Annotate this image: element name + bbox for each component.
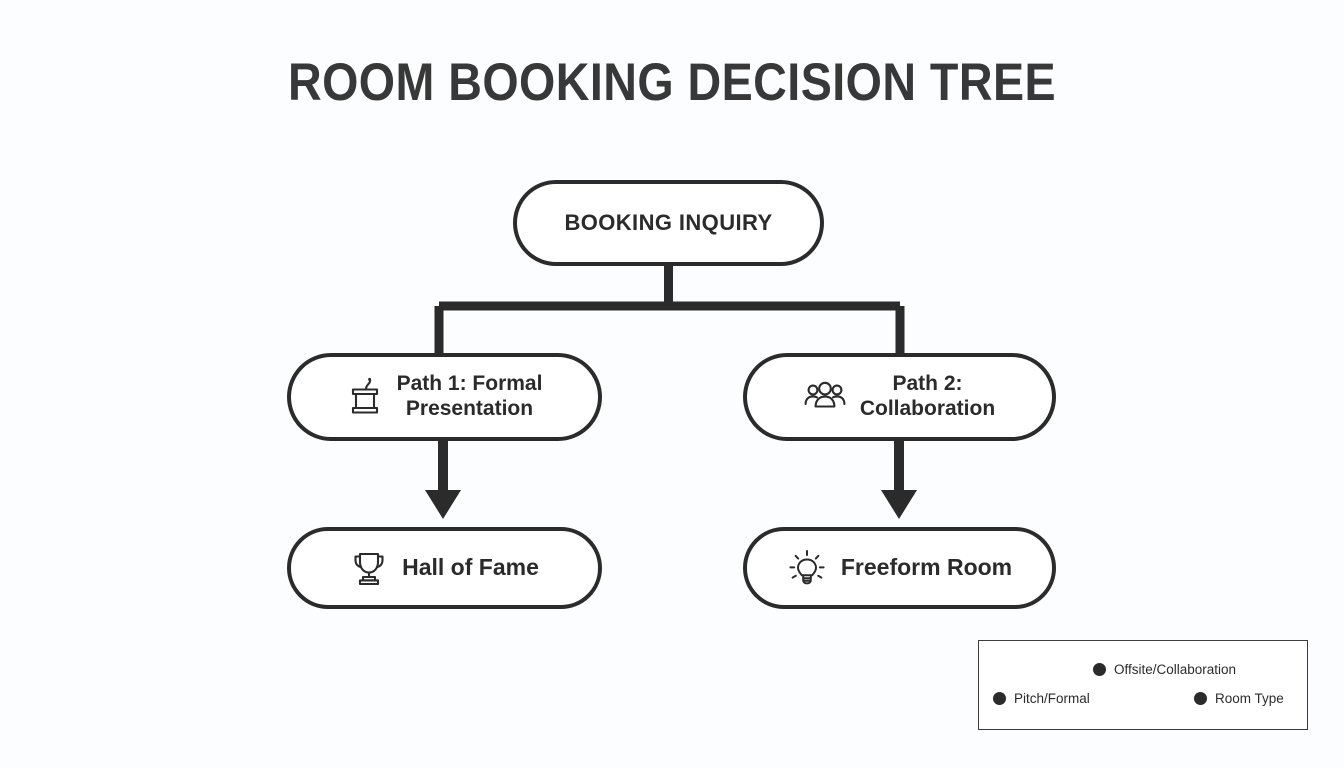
legend-item: Pitch/Formal [993,691,1090,706]
legend-color-dot [993,692,1006,705]
legend-item-label: Room Type [1215,691,1284,706]
node-label-line2: Presentation [405,397,534,420]
node-booking-inquiry[interactable]: BOOKING INQUIRY [513,180,824,266]
node-label-line1: Path 1: Formal [396,372,543,396]
node-freeform-room[interactable]: Freeform Room [743,527,1056,609]
people-group-icon [804,380,846,414]
legend-color-dot [1093,663,1106,676]
lectern-icon [347,377,383,417]
node-path-2-collaboration[interactable]: Path 2: Collaboration [743,353,1056,441]
node-label: BOOKING INQUIRY [564,210,773,236]
node-label: Hall of Fame [402,554,539,581]
node-label: Path 2: Collaboration [860,372,995,422]
node-label-line1: Path 2: [892,372,963,396]
node-label-line2: Collaboration [859,397,996,420]
page-title: ROOM BOOKING DECISION TREE [287,53,1057,112]
legend-item: Offsite/Collaboration [1093,662,1236,677]
node-path-1-formal-presentation[interactable]: Path 1: Formal Presentation [287,353,602,441]
legend-color-dot [1194,692,1207,705]
legend: Offsite/Collaboration Pitch/Formal Room … [978,640,1308,730]
node-label: Freeform Room [840,554,1013,581]
legend-item: Room Type [1194,691,1284,706]
node-label: Path 1: Formal Presentation [397,372,543,422]
node-hall-of-fame[interactable]: Hall of Fame [287,527,602,609]
legend-item-label: Offsite/Collaboration [1114,662,1237,677]
trophy-icon [350,549,388,587]
lightbulb-icon [787,548,827,588]
legend-item-label: Pitch/Formal [1014,691,1090,706]
